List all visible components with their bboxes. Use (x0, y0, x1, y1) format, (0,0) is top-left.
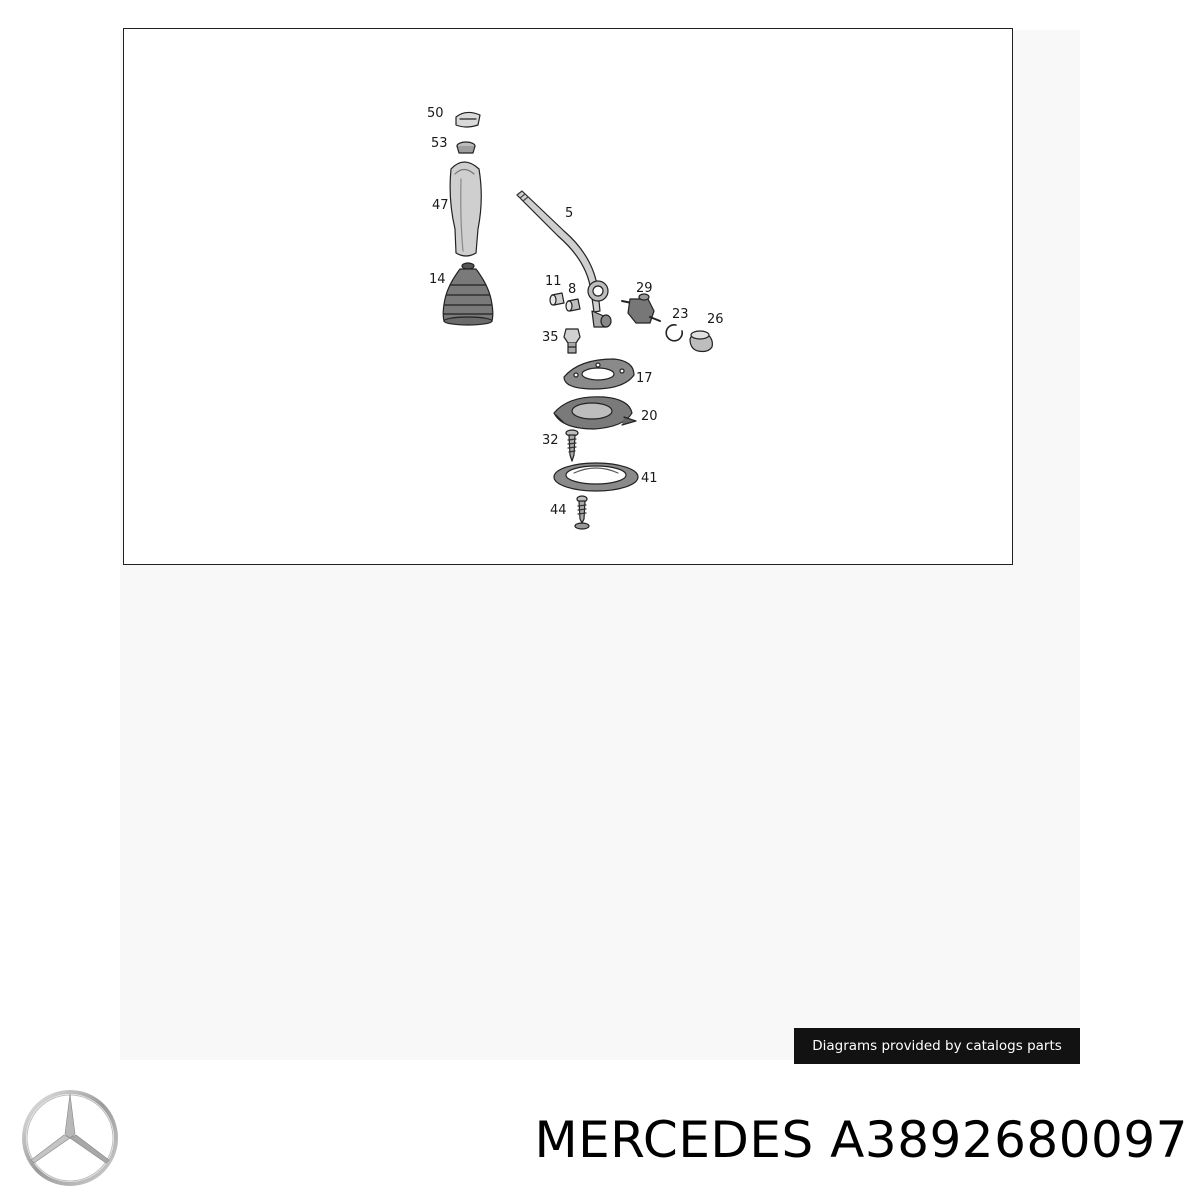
part-14-boot (442, 262, 494, 326)
part-5-shift-lever (516, 190, 612, 328)
part-11-bushing (549, 292, 565, 306)
callout-50: 50 (427, 106, 444, 121)
part-29-ball-joint (621, 293, 661, 324)
part-number: A3892680097 (830, 1111, 1188, 1169)
brand-name: MERCEDES (534, 1111, 814, 1169)
callout-5: 5 (565, 206, 573, 221)
callout-17: 17 (636, 371, 653, 386)
callout-41: 41 (641, 471, 658, 486)
part-8-bushing (565, 298, 581, 312)
callout-29: 29 (636, 281, 653, 296)
part-26-cap (689, 330, 713, 353)
part-53-nut (456, 141, 476, 154)
callout-26: 26 (707, 312, 724, 327)
callout-35: 35 (542, 330, 559, 345)
callout-32: 32 (542, 433, 559, 448)
part-17-plate (563, 358, 635, 390)
parts-diagram: 50 53 47 14 5 11 8 29 23 26 35 17 20 32 … (123, 28, 1013, 565)
part-32-screw (565, 429, 579, 462)
callout-14: 14 (429, 272, 446, 287)
mercedes-star-icon (20, 1088, 120, 1188)
callout-23: 23 (672, 307, 689, 322)
callout-47: 47 (432, 198, 449, 213)
callout-11: 11 (545, 274, 562, 289)
part-35-bolt (563, 328, 581, 354)
part-title: MERCEDES A3892680097 (0, 1104, 1188, 1176)
callout-8: 8 (568, 282, 576, 297)
part-20-plate (553, 396, 637, 430)
part-50-cap (455, 111, 481, 128)
diagram-credit-banner: Diagrams provided by catalogs parts (794, 1028, 1080, 1064)
callout-44: 44 (550, 503, 567, 518)
callout-53: 53 (431, 136, 448, 151)
part-47-shift-knob (449, 161, 482, 257)
part-23-clip (665, 324, 683, 342)
callout-20: 20 (641, 409, 658, 424)
part-44-screw (574, 495, 590, 530)
part-41-gasket (553, 462, 639, 492)
exploded-view-drawing: 50 53 47 14 5 11 8 29 23 26 35 17 20 32 … (427, 106, 724, 530)
